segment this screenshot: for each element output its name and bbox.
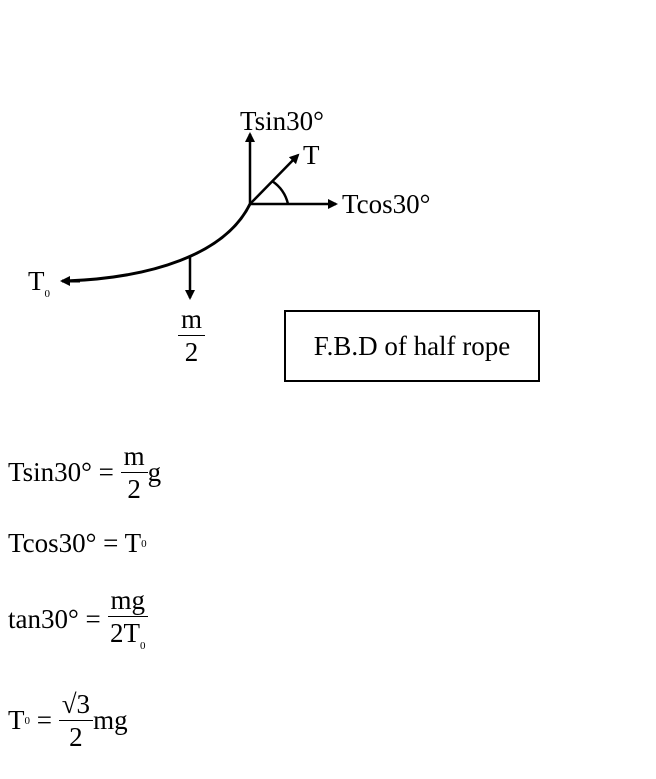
caption-box: F.B.D of half rope	[284, 310, 540, 382]
tsin-label: Tsin30°	[240, 106, 324, 136]
tcos-label: Tcos30°	[342, 189, 431, 219]
angle-arc	[271, 179, 290, 205]
t-arrow	[249, 153, 300, 205]
t0-label: T0	[28, 266, 50, 300]
t-label: T	[303, 140, 320, 170]
caption-text: F.B.D of half rope	[313, 330, 511, 361]
rope-curve	[65, 203, 252, 283]
